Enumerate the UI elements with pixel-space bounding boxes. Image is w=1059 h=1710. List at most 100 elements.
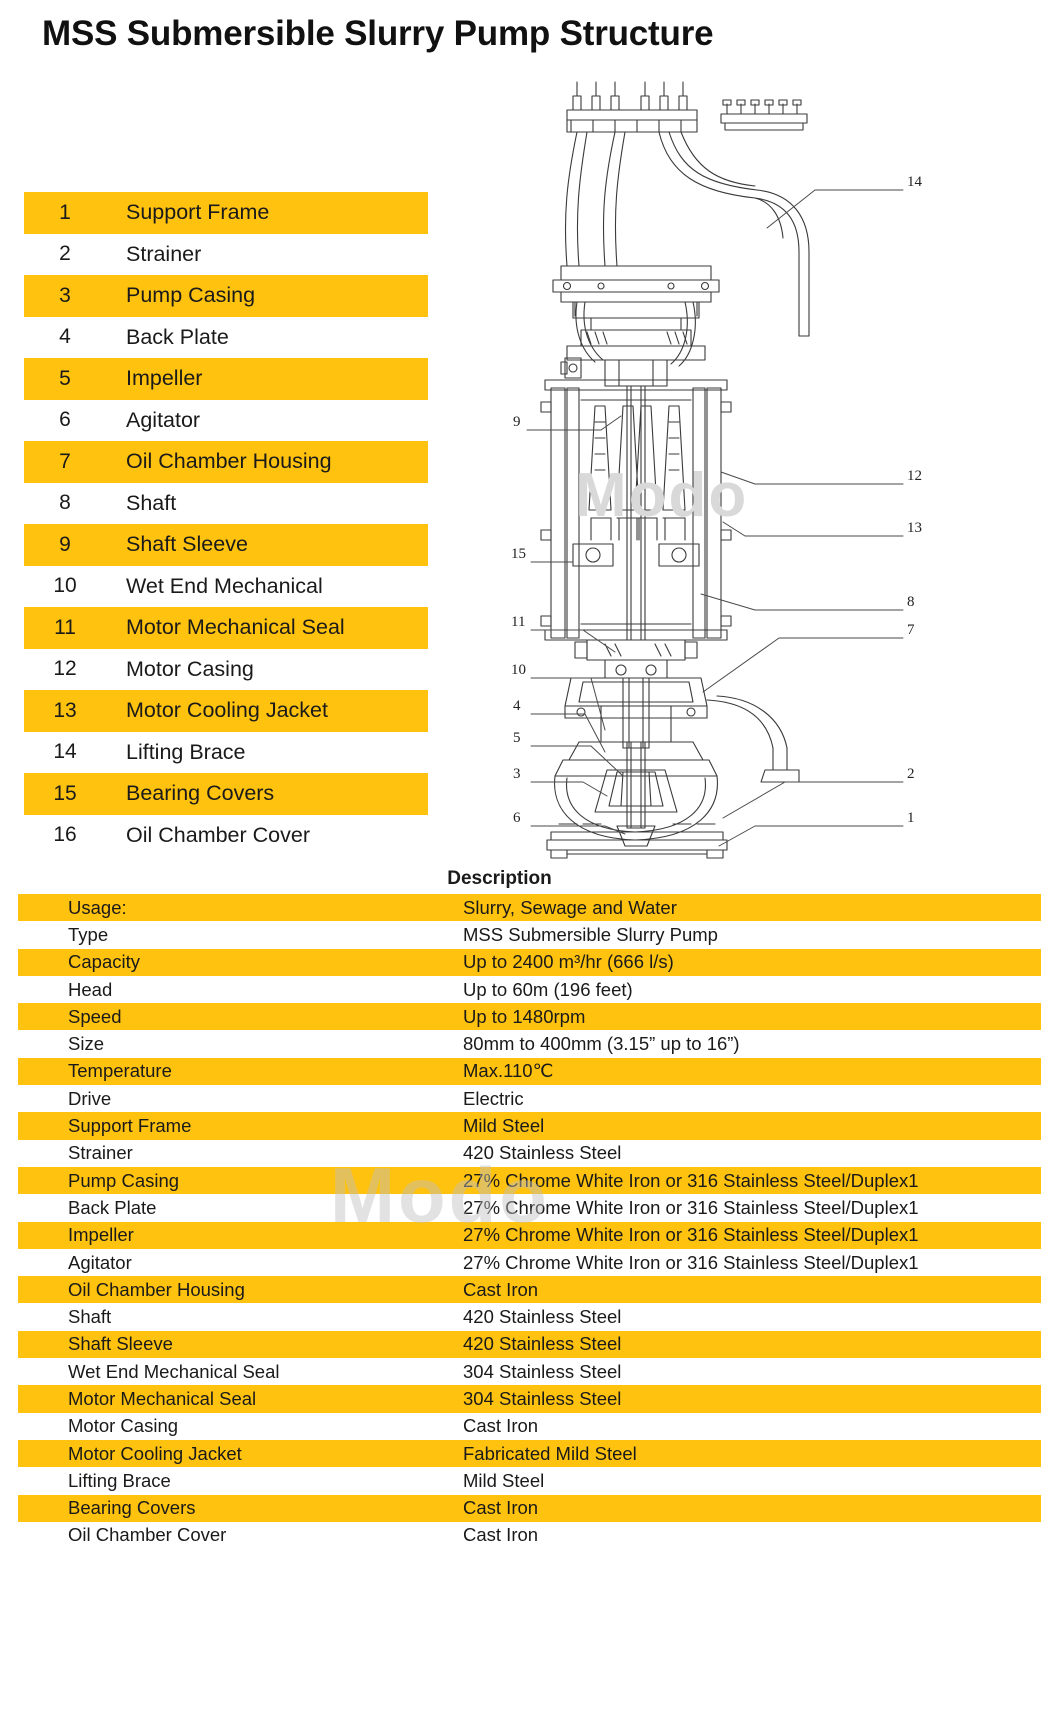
description-value: 304 Stainless Steel (463, 1387, 622, 1409)
part-row: 7 Oil Chamber Housing (24, 441, 428, 483)
description-key: Temperature (68, 1060, 172, 1082)
oil-chamber-housing-shape (564, 677, 800, 783)
part-number: 1 (59, 200, 71, 224)
part-number: 5 (59, 366, 71, 390)
part-label: Pump Casing (126, 283, 256, 308)
part-label: Oil Chamber Housing (126, 449, 332, 474)
description-key: Impeller (68, 1224, 134, 1246)
description-value: MSS Submersible Slurry Pump (463, 923, 718, 945)
part-number: 15 (53, 781, 77, 805)
part-label: Bearing Covers (126, 781, 275, 806)
callout-label-5: 5 (513, 730, 521, 746)
description-value: Cast Iron (463, 1278, 539, 1300)
part-label: Wet End Mechanical (126, 573, 323, 598)
description-key: Type (68, 923, 109, 945)
part-label: Back Plate (126, 324, 229, 349)
description-value: 420 Stainless Steel (463, 1306, 622, 1328)
callout-label-9: 9 (513, 414, 521, 430)
description-key: Capacity (68, 951, 140, 973)
part-label: Oil Chamber Cover (126, 822, 310, 847)
description-value: 420 Stainless Steel (463, 1333, 622, 1355)
bearing-covers-shape (572, 543, 700, 567)
description-row: Bearing Covers Cast Iron (18, 1494, 1041, 1522)
pump-casing-shape (554, 741, 718, 841)
description-key: Size (68, 1033, 104, 1055)
description-value: Cast Iron (463, 1415, 539, 1437)
part-label: Motor Mechanical Seal (126, 615, 345, 640)
part-label: Shaft Sleeve (126, 532, 248, 557)
description-key: Motor Casing (68, 1415, 179, 1437)
part-label: Agitator (126, 407, 201, 432)
part-number: 4 (59, 325, 71, 349)
description-value: 420 Stainless Steel (463, 1142, 622, 1164)
description-row: Strainer 420 Stainless Steel (18, 1140, 1041, 1167)
part-number: 3 (59, 283, 71, 307)
part-number: 13 (53, 698, 77, 722)
callout-label-10: 10 (511, 662, 526, 678)
description-key: Motor Cooling Jacket (68, 1442, 242, 1464)
description-key: Shaft (68, 1306, 112, 1328)
callout-label-4: 4 (513, 698, 521, 714)
description-value: Mild Steel (463, 1115, 545, 1137)
description-key: Shaft Sleeve (68, 1333, 173, 1355)
motor-mechanical-seal-shape (574, 639, 698, 679)
description-value: Max.110℃ (463, 1060, 554, 1082)
cable-gland-group (566, 81, 698, 133)
description-value: Electric (463, 1087, 524, 1109)
description-key: Speed (68, 1005, 122, 1027)
description-row: Shaft Sleeve 420 Stainless Steel (18, 1330, 1041, 1359)
description-value: 27% Chrome White Iron or 316 Stainless S… (463, 1224, 919, 1246)
description-key: Drive (68, 1087, 112, 1109)
description-key: Usage: (68, 896, 127, 918)
description-value: 27% Chrome White Iron or 316 Stainless S… (463, 1251, 919, 1273)
description-value: 27% Chrome White Iron or 316 Stainless S… (463, 1169, 919, 1191)
description-key: Bearing Covers (68, 1497, 196, 1519)
part-label: Motor Casing (126, 656, 254, 681)
part-label: Strainer (126, 241, 202, 266)
part-number: 6 (59, 408, 71, 432)
description-row: Oil Chamber Cover Cast Iron (18, 1522, 1041, 1549)
part-number: 7 (59, 449, 71, 473)
part-row: 15 Bearing Covers (24, 773, 428, 815)
description-value: Cast Iron (463, 1524, 539, 1546)
upper-bearing-housing (560, 301, 706, 387)
description-value: Up to 60m (196 feet) (463, 978, 633, 1000)
callout-label-2: 2 (907, 766, 915, 782)
pump-cutaway-drawing: 14 9 12 13 15 8 11 7 10 4 5 3 2 6 1 (455, 70, 1055, 860)
description-row: Head Up to 60m (196 feet) (18, 976, 1041, 1003)
description-value: 80mm to 400mm (3.15” up to 16”) (463, 1033, 740, 1055)
description-key: Lifting Brace (68, 1469, 171, 1491)
part-number: 8 (59, 491, 71, 515)
description-value: 27% Chrome White Iron or 316 Stainless S… (463, 1196, 919, 1218)
description-value: Cast Iron (463, 1497, 539, 1519)
description-key: Head (68, 978, 113, 1000)
part-label: Shaft (126, 490, 177, 515)
description-key: Strainer (68, 1142, 133, 1164)
callout-leader-lines (526, 189, 904, 847)
description-row: Shaft 420 Stainless Steel (18, 1303, 1041, 1330)
part-number: 14 (53, 740, 77, 764)
callout-label-7: 7 (907, 622, 915, 638)
part-label: Impeller (126, 366, 203, 391)
description-key: Wet End Mechanical Seal (68, 1360, 280, 1382)
page-title: MSS Submersible Slurry Pump Structure (42, 14, 714, 53)
description-key: Oil Chamber Cover (68, 1524, 227, 1546)
part-row: 6 Agitator (24, 400, 428, 442)
description-value: Fabricated Mild Steel (463, 1442, 637, 1464)
description-row: Usage:Slurry, Sewage and Water (18, 894, 1041, 922)
description-row: Temperature Max.110℃ (18, 1057, 1041, 1086)
